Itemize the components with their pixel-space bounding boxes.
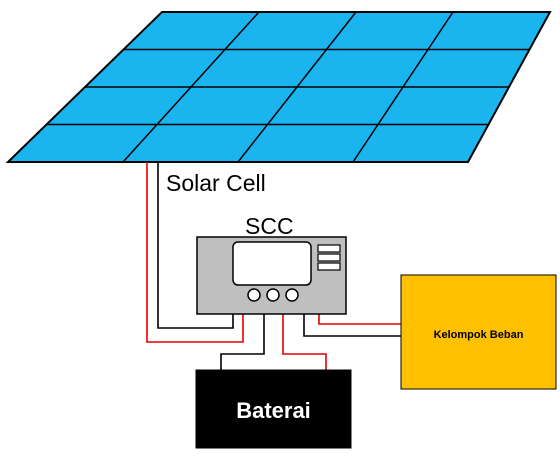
battery-wires [220, 314, 327, 370]
panel-positive-wire [146, 162, 244, 343]
battery-positive-wire [282, 314, 327, 370]
scc-label: SCC [245, 213, 294, 239]
load-label: Kelompok Beban [434, 329, 524, 341]
load-negative-wire [303, 314, 401, 337]
controller-indicator-bars [317, 244, 341, 271]
solar-panel-grid [46, 11, 530, 163]
load-box [400, 274, 557, 390]
solar-panel [5, 11, 552, 163]
panel-negative-wire [157, 162, 234, 329]
solar-charge-controller [196, 236, 347, 315]
load-wires [303, 314, 401, 337]
controller-button [266, 288, 280, 302]
controller-buttons [247, 288, 299, 302]
indicator-bar [317, 262, 341, 271]
indicator-bar [317, 253, 341, 262]
controller-button [285, 288, 299, 302]
battery-group: Baterai [195, 369, 352, 449]
battery-box [195, 369, 352, 449]
indicator-bar [317, 244, 341, 253]
solar-cell-label: Solar Cell [166, 170, 266, 196]
load-group: Kelompok Beban [400, 274, 557, 390]
load-positive-wire [318, 314, 401, 325]
panel-wires [146, 162, 244, 343]
controller-button [247, 288, 261, 302]
controller-screen [232, 241, 312, 286]
battery-label: Baterai [236, 398, 311, 423]
battery-negative-wire [220, 314, 265, 370]
